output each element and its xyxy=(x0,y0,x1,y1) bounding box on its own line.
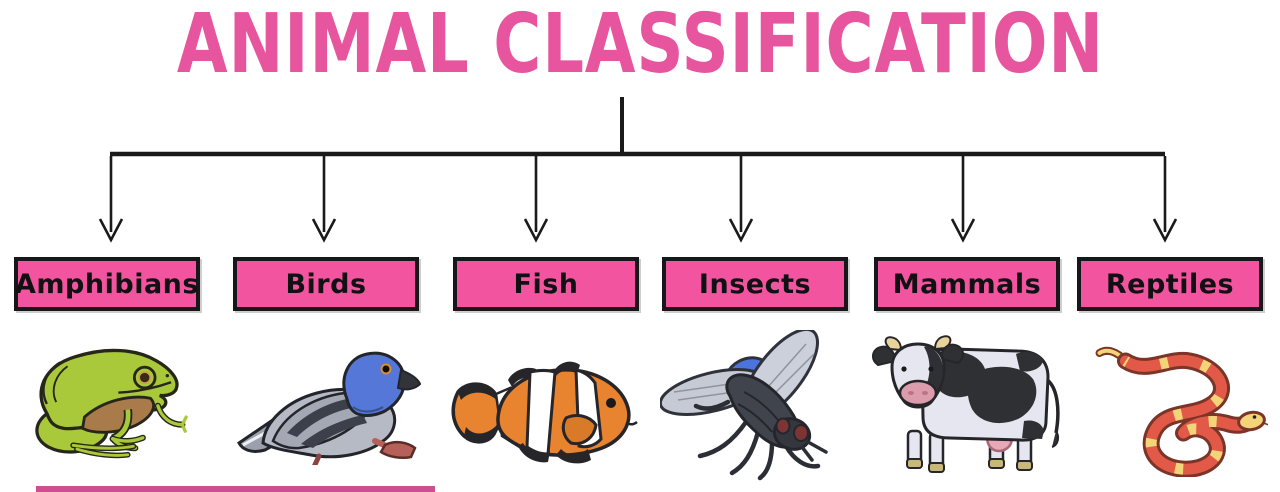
category-label: Fish xyxy=(513,268,579,300)
category-box-fish: Fish xyxy=(453,257,639,311)
clownfish-icon xyxy=(450,356,645,471)
fly-icon xyxy=(658,327,858,482)
category-box-birds: Birds xyxy=(233,257,419,311)
category-label: Reptiles xyxy=(1105,268,1235,300)
snake-icon xyxy=(1090,335,1272,478)
category-label: Insects xyxy=(698,268,812,300)
category-label: Birds xyxy=(285,268,367,300)
pigeon-icon xyxy=(235,345,430,482)
category-box-reptiles: Reptiles xyxy=(1077,257,1263,311)
tree-connector xyxy=(98,97,1178,243)
category-label: Amphibians xyxy=(15,268,199,300)
page-title: ANIMAL CLASSIFICATION xyxy=(0,4,1280,104)
category-box-insects: Insects xyxy=(662,257,848,311)
category-label: Mammals xyxy=(892,268,1042,300)
category-box-amphibians: Amphibians xyxy=(14,257,200,311)
frog-icon xyxy=(28,340,188,465)
category-box-mammals: Mammals xyxy=(874,257,1060,311)
page-title-text: ANIMAL CLASSIFICATION xyxy=(176,0,1104,92)
cow-icon xyxy=(870,335,1070,477)
bottom-underline xyxy=(36,486,435,492)
